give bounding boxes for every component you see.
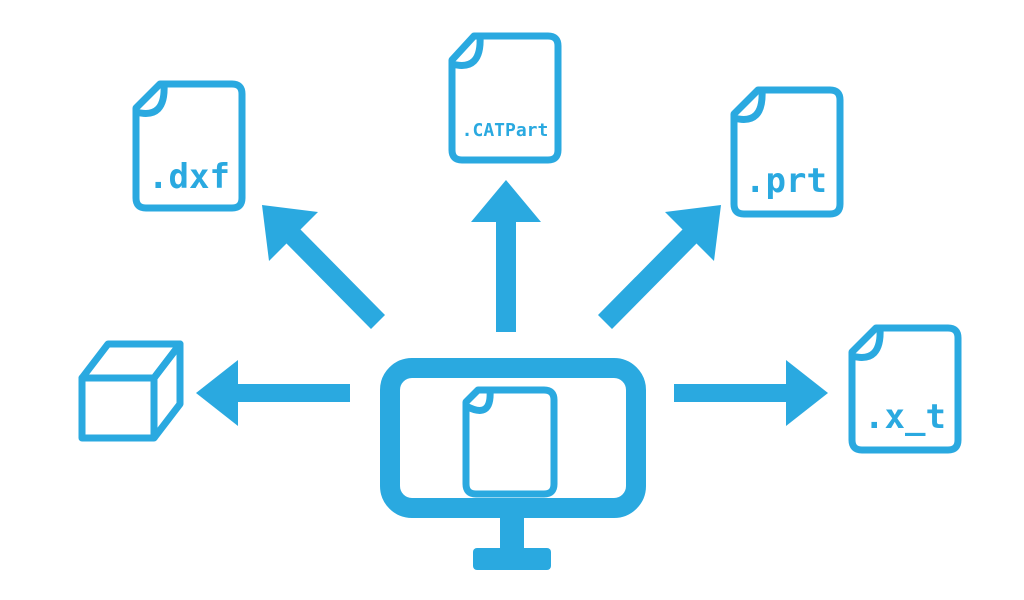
arrow-to-prt: [598, 205, 721, 329]
arrow-to-xt: [674, 360, 828, 426]
file-dxf: .dxf: [132, 80, 246, 212]
file-extension-label: .prt: [745, 161, 827, 201]
arrow-to-dxf: [262, 205, 385, 329]
document-icon: [848, 324, 962, 454]
arrow-to-cube: [196, 360, 350, 426]
file-xt: .x_t: [848, 324, 962, 454]
document-icon: [448, 32, 562, 164]
file-prt: .prt: [730, 86, 844, 218]
document-icon: [730, 86, 844, 218]
file-extension-label: .x_t: [864, 397, 946, 437]
cube-icon: [78, 340, 184, 442]
document-icon: [462, 386, 558, 498]
file-extension-label: .CATPart: [462, 120, 549, 141]
document-icon: [132, 80, 246, 212]
file-extension-label: .dxf: [148, 157, 230, 197]
file-catpart: .CATPart: [448, 32, 562, 164]
monitor-icon: [380, 358, 646, 570]
arrow-to-catpart: [471, 180, 541, 332]
